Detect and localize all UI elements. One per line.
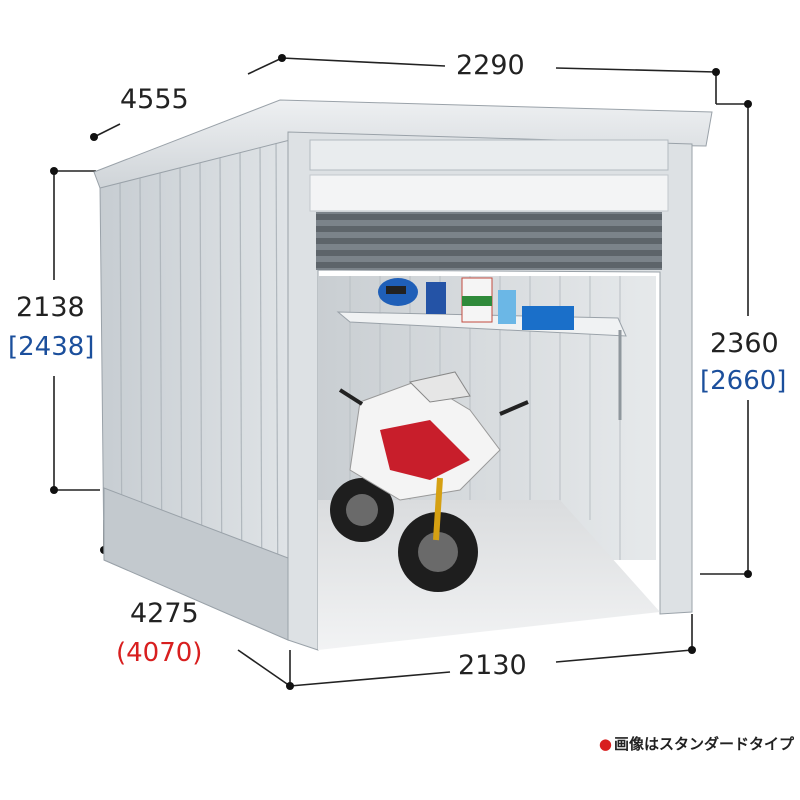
left-height-alt-label: [2438] xyxy=(8,332,95,362)
motorcycle-illustration xyxy=(330,371,529,592)
right-height-label: 2360 xyxy=(710,328,779,359)
top-width-label: 2290 xyxy=(456,50,525,81)
right-height-alt-label: [2660] xyxy=(700,366,787,396)
top-depth-label: 4555 xyxy=(120,84,189,115)
bottom-depth-alt-label: (4070) xyxy=(116,638,203,668)
shelf-items xyxy=(378,277,574,330)
note-text: 画像はスタンダードタイプ xyxy=(613,735,794,753)
standard-type-note: ●画像はスタンダードタイプ xyxy=(599,733,794,754)
note-bullet: ● xyxy=(598,735,612,753)
left-height-label: 2138 xyxy=(16,292,85,323)
shed-header-panel xyxy=(309,139,669,171)
bottom-depth-label: 4275 xyxy=(130,598,199,629)
rolling-shutter xyxy=(316,212,662,270)
shed-roof xyxy=(93,99,713,189)
dimension-endpoints xyxy=(50,54,752,690)
shed-header-trim xyxy=(309,174,669,212)
bottom-width-label: 2130 xyxy=(458,650,527,681)
